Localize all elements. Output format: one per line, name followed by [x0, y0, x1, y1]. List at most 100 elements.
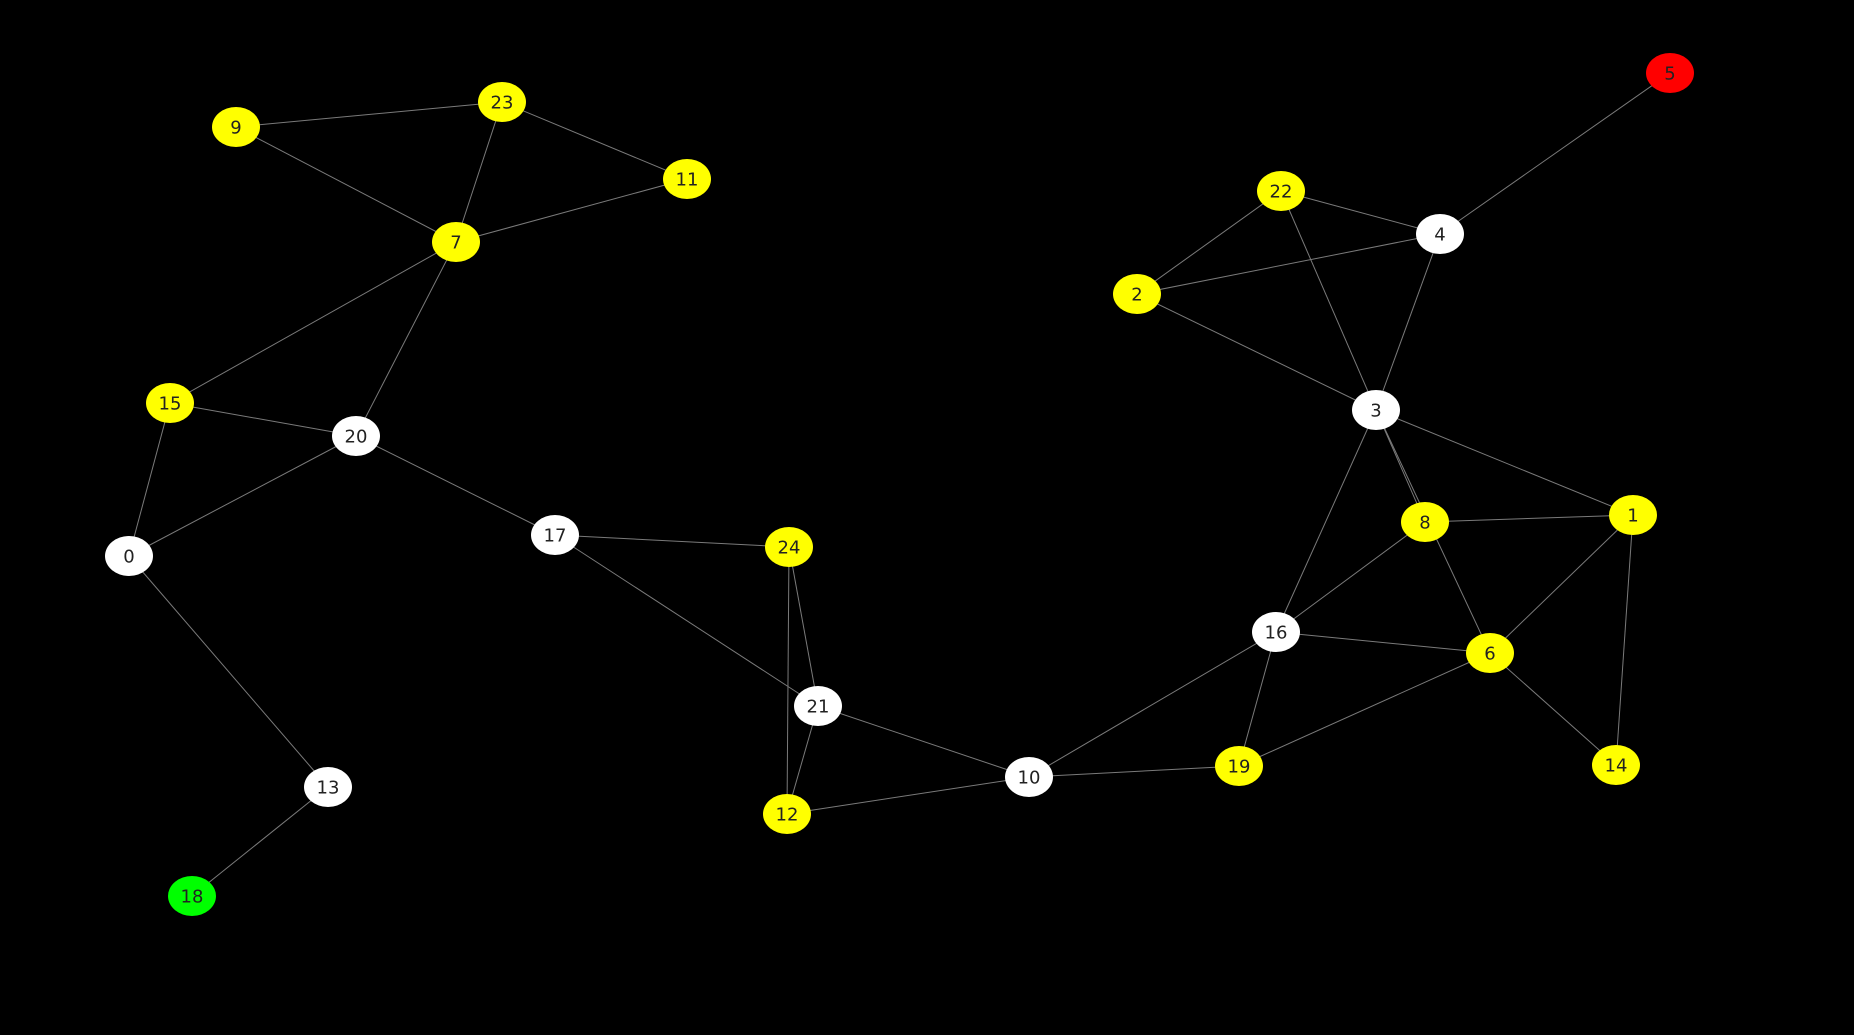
node-label-24: 24 — [778, 538, 801, 559]
graph-node-15[interactable]: 15 — [146, 383, 194, 423]
edge-12-10 — [786, 776, 1030, 815]
node-circle-6 — [1466, 633, 1514, 673]
graph-node-17[interactable]: 17 — [531, 515, 579, 555]
node-circle-4 — [1416, 214, 1464, 254]
graph-node-5[interactable]: 5 — [1646, 53, 1694, 93]
node-label-14: 14 — [1605, 756, 1628, 777]
edge-19-6 — [1238, 652, 1491, 767]
edge-21-10 — [817, 705, 1030, 778]
graph-node-23[interactable]: 23 — [478, 82, 526, 122]
node-label-23: 23 — [491, 93, 514, 114]
graph-node-18[interactable]: 18 — [168, 876, 216, 916]
graph-node-8[interactable]: 8 — [1401, 502, 1449, 542]
edge-15-20 — [169, 402, 357, 437]
edge-16-6 — [1275, 631, 1491, 654]
edge-24-21 — [788, 546, 819, 707]
edge-17-21 — [554, 534, 819, 707]
graph-node-24[interactable]: 24 — [765, 527, 813, 567]
edge-23-7 — [455, 101, 503, 243]
edge-22-4 — [1280, 190, 1441, 235]
edge-15-0 — [128, 402, 171, 557]
node-label-20: 20 — [345, 427, 368, 448]
edge-23-11 — [501, 101, 688, 180]
graph-node-22[interactable]: 22 — [1257, 171, 1305, 211]
node-circle-12 — [763, 794, 811, 834]
graph-node-12[interactable]: 12 — [763, 794, 811, 834]
edge-6-14 — [1489, 652, 1617, 766]
graph-node-13[interactable]: 13 — [304, 767, 352, 807]
edge-20-17 — [355, 435, 556, 536]
node-circle-7 — [432, 222, 480, 262]
edge-16-3 — [1275, 409, 1377, 633]
node-circle-10 — [1005, 757, 1053, 797]
edge-10-19 — [1028, 765, 1240, 778]
node-label-0: 0 — [123, 547, 134, 568]
edge-10-16 — [1028, 631, 1277, 778]
edge-22-2 — [1136, 190, 1282, 295]
node-label-15: 15 — [159, 394, 182, 415]
graph-node-1[interactable]: 1 — [1609, 495, 1657, 535]
node-circle-5 — [1646, 53, 1694, 93]
node-circle-24 — [765, 527, 813, 567]
node-circle-15 — [146, 383, 194, 423]
node-label-5: 5 — [1664, 64, 1675, 85]
edge-20-0 — [128, 435, 357, 557]
graph-node-3[interactable]: 3 — [1352, 390, 1400, 430]
edge-9-23 — [235, 101, 503, 128]
edge-3-1 — [1375, 409, 1634, 516]
edge-7-15 — [169, 241, 457, 404]
graph-node-6[interactable]: 6 — [1466, 633, 1514, 673]
node-circle-13 — [304, 767, 352, 807]
node-label-3: 3 — [1370, 401, 1381, 422]
edge-8-1 — [1424, 514, 1634, 523]
edge-11-7 — [455, 178, 688, 243]
node-circle-0 — [105, 536, 153, 576]
graph-node-10[interactable]: 10 — [1005, 757, 1053, 797]
node-label-1: 1 — [1627, 506, 1638, 527]
edge-16-19 — [1238, 631, 1277, 767]
node-circle-21 — [794, 686, 842, 726]
node-circle-16 — [1252, 612, 1300, 652]
node-circle-11 — [663, 159, 711, 199]
graph-node-19[interactable]: 19 — [1215, 746, 1263, 786]
edge-3-4 — [1375, 233, 1441, 411]
graph-node-11[interactable]: 11 — [663, 159, 711, 199]
node-label-17: 17 — [544, 526, 567, 547]
edge-9-7 — [235, 126, 457, 243]
node-label-12: 12 — [776, 805, 799, 826]
graph-node-14[interactable]: 14 — [1592, 745, 1640, 785]
node-label-11: 11 — [676, 170, 699, 191]
node-circle-19 — [1215, 746, 1263, 786]
graph-node-21[interactable]: 21 — [794, 686, 842, 726]
node-label-21: 21 — [807, 697, 830, 718]
graph-node-2[interactable]: 2 — [1113, 274, 1161, 314]
graph-node-9[interactable]: 9 — [212, 107, 260, 147]
edge-1-14 — [1615, 514, 1634, 766]
graph-node-4[interactable]: 4 — [1416, 214, 1464, 254]
node-circle-3 — [1352, 390, 1400, 430]
node-label-22: 22 — [1270, 182, 1293, 203]
node-circle-22 — [1257, 171, 1305, 211]
node-label-16: 16 — [1265, 623, 1288, 644]
graph-node-20[interactable]: 20 — [332, 416, 380, 456]
edge-3-22 — [1280, 190, 1377, 411]
edges-layer — [128, 72, 1671, 897]
node-circle-14 — [1592, 745, 1640, 785]
node-circle-9 — [212, 107, 260, 147]
graph-node-0[interactable]: 0 — [105, 536, 153, 576]
edge-3-2 — [1136, 293, 1377, 411]
graph-node-7[interactable]: 7 — [432, 222, 480, 262]
edge-16-8 — [1275, 521, 1426, 633]
edge-17-24 — [554, 534, 790, 548]
edge-1-6 — [1489, 514, 1634, 654]
node-circle-8 — [1401, 502, 1449, 542]
node-circle-20 — [332, 416, 380, 456]
graph-node-16[interactable]: 16 — [1252, 612, 1300, 652]
node-circle-23 — [478, 82, 526, 122]
node-label-18: 18 — [181, 887, 204, 908]
node-label-7: 7 — [450, 233, 461, 254]
node-label-4: 4 — [1434, 225, 1445, 246]
edge-0-13 — [128, 555, 329, 788]
